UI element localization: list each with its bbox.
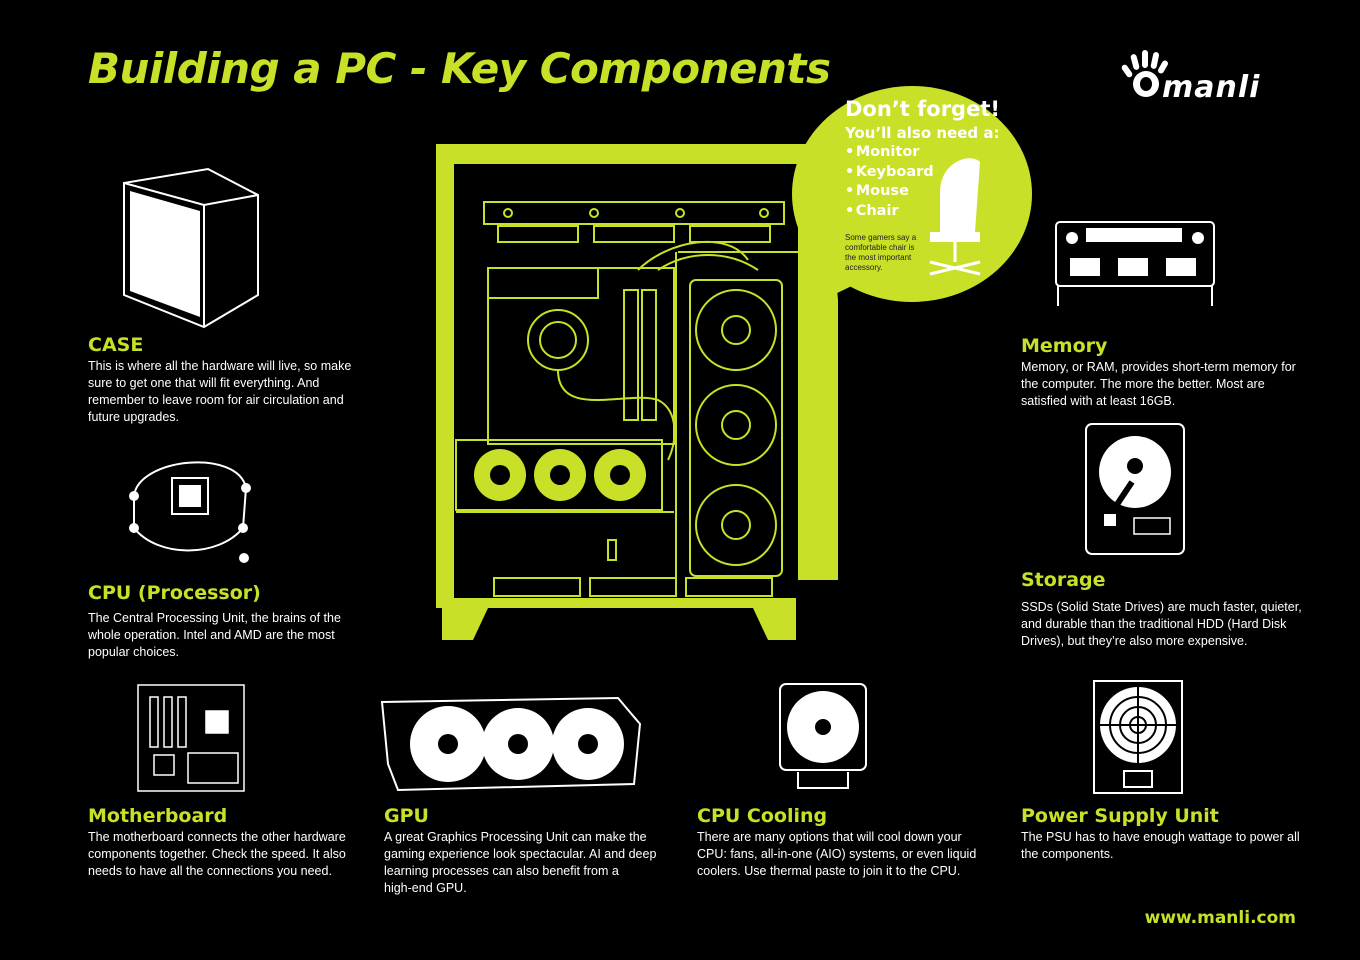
cpu-icon <box>129 461 251 563</box>
callout-heading: Don’t forget! <box>845 97 1000 121</box>
section-cooling: CPU Cooling There are many options that … <box>697 805 987 880</box>
case-icon <box>123 167 259 329</box>
section-title: Storage <box>1021 569 1106 591</box>
motherboard-icon <box>137 684 245 792</box>
page-title: Building a PC - Key Components <box>88 44 831 93</box>
callout-subheading: You’ll also need a: <box>845 124 1000 142</box>
section-title: CPU Cooling <box>697 805 828 827</box>
logo-text: manli <box>1162 70 1261 105</box>
callout-item: • Keyboard <box>845 163 934 180</box>
section-title: CASE <box>88 334 144 356</box>
section-title: CPU (Processor) <box>88 582 261 604</box>
section-text: The motherboard connects the other hardw… <box>88 830 346 878</box>
cpu-cooler-icon <box>779 683 867 789</box>
speech-bubble-shape <box>792 86 1032 310</box>
website-link[interactable]: www.manli.com <box>1144 908 1296 928</box>
section-text: The PSU has to have enough wattage to po… <box>1021 830 1300 861</box>
section-text: Memory, or RAM, provides short-term memo… <box>1021 360 1296 408</box>
section-text: The Central Processing Unit, the brains … <box>88 611 341 659</box>
section-text: There are many options that will cool do… <box>697 830 977 878</box>
section-title: Motherboard <box>88 805 228 827</box>
section-storage: Storage SSDs (Solid State Drives) are mu… <box>1021 569 1321 650</box>
section-text: This is where all the hardware will live… <box>88 359 352 424</box>
callout-list: • Monitor • Keyboard • Mouse • Chair <box>845 143 934 221</box>
section-motherboard: Motherboard The motherboard connects the… <box>88 805 358 880</box>
psu-icon <box>1093 680 1183 794</box>
section-title: GPU <box>384 805 429 827</box>
pc-build-illustration <box>436 144 838 640</box>
manli-logo: manli <box>1120 48 1300 108</box>
hard-drive-icon <box>1085 423 1185 555</box>
section-text: SSDs (Solid State Drives) are much faste… <box>1021 600 1302 648</box>
ram-icon <box>1055 221 1215 306</box>
section-gpu: GPU A great Graphics Processing Unit can… <box>384 805 664 897</box>
callout-item: • Monitor <box>845 144 920 160</box>
section-case: CASE This is where all the hardware will… <box>88 334 358 426</box>
hand-icon <box>1121 50 1168 97</box>
section-cpu: CPU (Processor) The Central Processing U… <box>88 582 358 661</box>
callout-note: Some gamers say a comfortable chair is t… <box>845 233 917 272</box>
section-memory: Memory Memory, or RAM, provides short-te… <box>1021 335 1311 410</box>
gpu-icon <box>380 696 642 792</box>
section-text: A great Graphics Processing Unit can mak… <box>384 830 657 895</box>
section-title: Memory <box>1021 335 1108 357</box>
callout-item: • Mouse <box>845 183 909 199</box>
callout-item: • Chair <box>845 202 899 219</box>
section-psu: Power Supply Unit The PSU has to have en… <box>1021 805 1311 863</box>
section-title: Power Supply Unit <box>1021 805 1219 827</box>
dont-forget-callout: Don’t forget! You’ll also need a: • Moni… <box>790 82 1035 312</box>
